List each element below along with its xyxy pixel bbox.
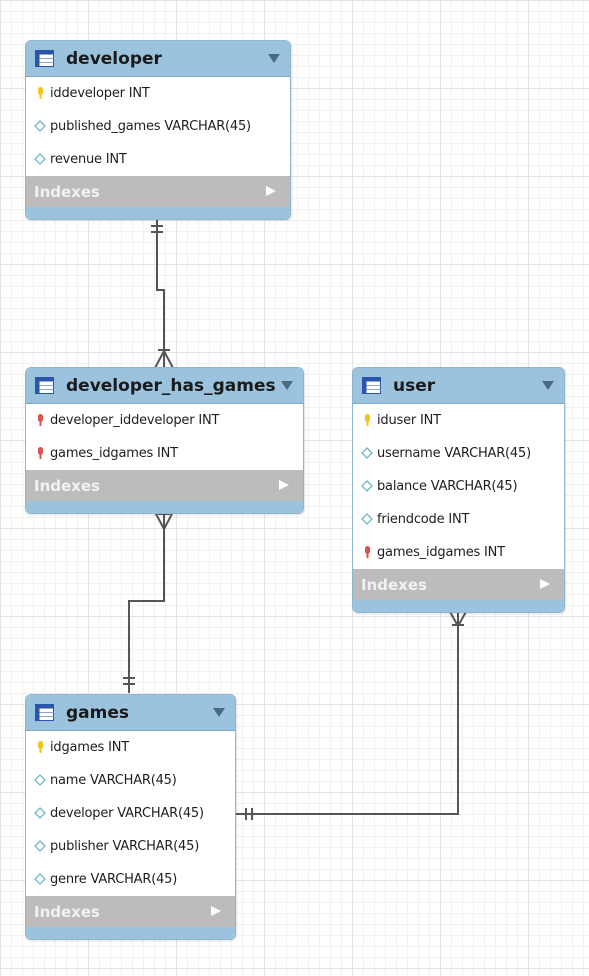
column-idgames[interactable]: idgames INT (26, 731, 235, 764)
indexes-label: Indexes (361, 576, 427, 594)
relationship-developer-to-developer-has-games[interactable] (151, 216, 174, 369)
table-name: developer (66, 49, 162, 69)
column-name: name (50, 773, 87, 788)
column-type: INT (157, 446, 178, 461)
column-type: INT (484, 545, 505, 560)
table-name: games (66, 703, 130, 723)
indexes-label: Indexes (34, 477, 100, 495)
column-name: iddeveloper (50, 86, 125, 101)
column-revenue[interactable]: revenue INT (26, 143, 290, 176)
column-type: INT (419, 413, 441, 428)
column-type: VARCHAR(45) (430, 479, 518, 494)
column-name: publisher (50, 839, 109, 854)
column-type: VARCHAR(45) (164, 119, 251, 134)
column-name: developer (50, 806, 114, 821)
column-name: genre (50, 872, 87, 887)
table-header[interactable]: games (26, 695, 235, 731)
column-type: INT (128, 86, 150, 101)
column-friendcode[interactable]: friendcode INT (353, 503, 564, 536)
column-username[interactable]: username VARCHAR(45) (353, 437, 564, 470)
column-developer-iddeveloper[interactable]: developer_iddeveloper INT (26, 404, 303, 437)
column-name: developer_iddeveloper (50, 413, 195, 428)
column-name: username (377, 446, 441, 461)
relationship-games-to-user[interactable] (236, 609, 468, 820)
table-developer-has-games[interactable]: developer_has_games developer_iddeveloper… (25, 367, 304, 514)
column-name: balance (377, 479, 427, 494)
indexes-section[interactable]: Indexes (26, 176, 290, 207)
column-type: INT (105, 152, 127, 167)
column-name[interactable]: name VARCHAR(45) (26, 764, 235, 797)
column-name: iduser (377, 413, 417, 428)
column-publisher[interactable]: publisher VARCHAR(45) (26, 830, 235, 863)
column-name: friendcode (377, 512, 445, 527)
column-type: VARCHAR(45) (444, 446, 531, 461)
column-games-idgames[interactable]: games_idgames INT (353, 536, 564, 569)
table-header[interactable]: developer (26, 41, 290, 77)
column-iduser[interactable]: iduser INT (353, 404, 564, 437)
table-footer (353, 600, 564, 612)
column-name: revenue (50, 152, 102, 167)
column-type: INT (198, 413, 220, 428)
column-type: VARCHAR(45) (90, 872, 178, 887)
indexes-section[interactable]: Indexes (26, 470, 303, 501)
column-genre[interactable]: genre VARCHAR(45) (26, 863, 235, 896)
column-balance[interactable]: balance VARCHAR(45) (353, 470, 564, 503)
table-footer (26, 207, 290, 219)
table-header[interactable]: developer_has_games (26, 368, 303, 404)
table-header[interactable]: user (353, 368, 564, 404)
column-type: VARCHAR(45) (117, 806, 204, 821)
column-name: games_idgames (377, 545, 481, 560)
column-type: INT (108, 740, 129, 755)
indexes-label: Indexes (34, 183, 100, 201)
column-type: INT (448, 512, 470, 527)
column-iddeveloper[interactable]: iddeveloper INT (26, 77, 290, 110)
column-published-games[interactable]: published_games VARCHAR(45) (26, 110, 290, 143)
table-name: user (393, 376, 436, 396)
indexes-section[interactable]: Indexes (26, 896, 235, 927)
indexes-section[interactable]: Indexes (353, 569, 564, 600)
column-developer[interactable]: developer VARCHAR(45) (26, 797, 235, 830)
table-footer (26, 927, 235, 939)
column-type: VARCHAR(45) (90, 773, 177, 788)
column-name: games_idgames (50, 446, 154, 461)
column-name: idgames (50, 740, 105, 755)
relationship-games-to-developer-has-games[interactable] (123, 510, 174, 693)
column-games-idgames[interactable]: games_idgames INT (26, 437, 303, 470)
indexes-label: Indexes (34, 903, 100, 921)
column-type: VARCHAR(45) (112, 839, 200, 854)
table-name: developer_has_games (66, 376, 276, 396)
table-footer (26, 501, 303, 513)
column-name: published_games (50, 119, 161, 134)
